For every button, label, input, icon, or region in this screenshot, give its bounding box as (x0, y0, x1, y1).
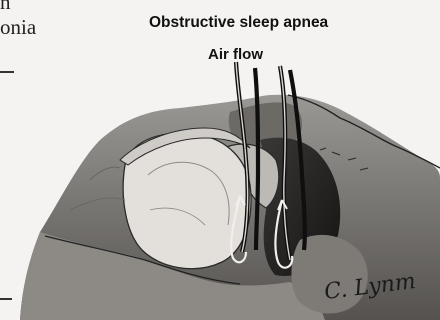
airflow-label: Air flow (208, 46, 263, 63)
figure-title: Obstructive sleep apnea (149, 14, 328, 32)
